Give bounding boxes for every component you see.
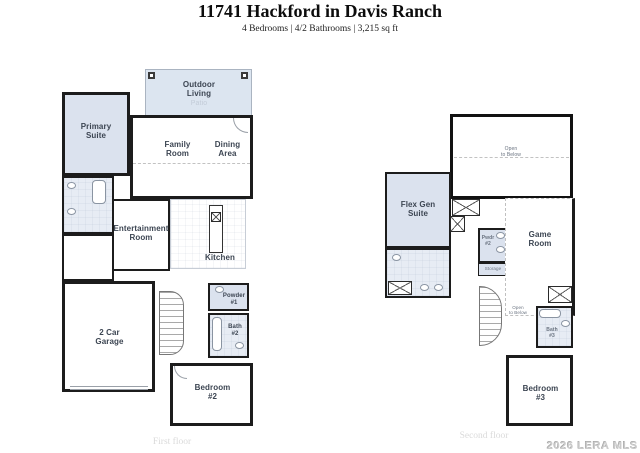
second-floor-caption: Second floor [459,431,509,441]
closet-icon [452,199,480,216]
room-label-entertainment: Entertainment Room [113,224,169,243]
post-icon [241,72,248,79]
room-label-game-room: Game Room [528,230,552,249]
toilet-icon [561,320,570,327]
room-label-bath-2: Bath #2 [228,324,242,337]
bathtub-icon [212,317,222,351]
post-icon [148,72,155,79]
room-open-to-below-main [450,114,573,199]
first-floor-caption: First floor [152,437,192,447]
sink-icon [496,232,505,239]
page-subtitle: 4 Bedrooms | 4/2 Bathrooms | 3,215 sq ft [241,23,399,34]
room-flex-gen-suite [385,172,451,248]
toilet-icon [392,254,401,261]
closet-icon [450,216,465,232]
room-label-family-room: Family Room [164,140,191,159]
closet-icon [548,286,572,303]
cooktop-icon [211,212,221,222]
room-label-open-to-below-main: Open to Below [501,146,521,158]
room-label-kitchen: Kitchen [204,253,236,262]
room-primary-suite [62,92,130,176]
room-label-bedroom-2: Bedroom #2 [194,383,231,402]
room-label-dining-area: Dining Area [214,140,241,159]
garage-door-icon [70,386,148,390]
room-label-bedroom-3: Bedroom #3 [522,384,559,403]
room-garage [62,281,155,392]
stairs [159,291,184,355]
sink-icon [67,182,76,189]
room-label-bath-3: Bath #3 [546,327,558,339]
room-entertainment [112,199,170,271]
room-bedroom-3 [506,355,573,426]
toilet-icon [235,342,244,349]
room-label-powder-1: Powder #1 [222,293,246,306]
room-label-primary-suite: Primary Suite [80,122,112,141]
room-family-dining [130,115,253,199]
room-label-open-to-below-stairs: Open to Below [508,305,528,316]
room-label-garage: 2 Car Garage [95,328,124,347]
open-below-divider [454,157,569,158]
stairs [479,286,502,346]
bathtub-icon [539,309,561,318]
room-label-pwdr-2: Pwdr #2 [481,235,495,247]
sink-icon [67,208,76,215]
room-kitchen [170,199,246,269]
room-label-outdoor-living: Outdoor Living [182,80,216,99]
sink-icon [434,284,443,291]
bathtub-icon [92,180,106,204]
header: 11741 Hackford in Davis Ranch 4 Bedrooms… [0,1,640,34]
room-label-flex-gen-suite: Flex Gen Suite [400,200,436,219]
room-label-patio: Patio [190,100,208,107]
page-title: 11741 Hackford in Davis Ranch [197,1,443,21]
toilet-icon [496,246,505,253]
closet-icon [388,281,412,295]
sink-icon [215,286,224,293]
sink-icon [420,284,429,291]
room-utility [62,234,114,281]
mls-watermark: 2026 LERA MLS [546,440,638,452]
room-outdoor-living [145,69,252,117]
room-powder-1 [208,283,249,311]
family-dining-divider [133,163,250,164]
room-label-storage: Storage [484,266,502,271]
